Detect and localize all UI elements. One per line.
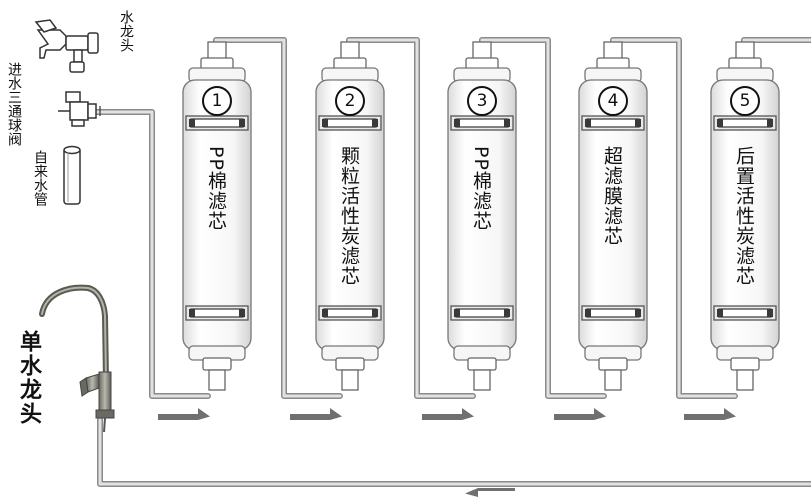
- filter-name-5: 后置活性炭滤芯: [733, 146, 755, 286]
- tap-label: 水龙头: [118, 10, 134, 52]
- filter-name-3: PP棉滤芯: [470, 146, 492, 231]
- tap-water-pipe-label: 自来水管: [32, 150, 48, 206]
- flow-arrow-return: [465, 488, 515, 497]
- single-faucet-label: 单水龙头: [16, 330, 41, 426]
- filter-housing-4: [578, 41, 648, 391]
- filter-housing-3: [447, 41, 517, 391]
- filter-number-4: 4: [598, 86, 628, 116]
- filter-housing-1: [182, 41, 252, 391]
- tap-icon: [34, 19, 99, 73]
- flow-arrows: [158, 408, 736, 497]
- flow-arrow-1: [158, 408, 210, 420]
- flow-arrow-3: [422, 408, 474, 420]
- return-pipe: [97, 417, 811, 487]
- flow-arrow-4: [554, 408, 606, 420]
- filter-number-2: 2: [335, 86, 365, 116]
- filter-name-4: 超滤膜滤芯: [601, 146, 623, 246]
- filter-number-1: 1: [202, 86, 232, 116]
- filter-name-1: PP棉滤芯: [205, 146, 227, 231]
- faucet-icon: [39, 284, 115, 433]
- filter-housing-2: [315, 41, 385, 391]
- filter-number-5: 5: [730, 86, 760, 116]
- filter-name-2: 颗粒活性炭滤芯: [338, 146, 360, 286]
- filter-housing-5: [710, 41, 780, 391]
- flow-arrow-5: [684, 408, 736, 420]
- tap-water-pipe-icon: [63, 145, 81, 205]
- flow-arrow-2: [290, 408, 342, 420]
- three-way-valve-icon: [58, 91, 101, 127]
- three-way-valve-label: 进水三通球阀: [6, 62, 22, 146]
- filter-number-3: 3: [467, 86, 497, 116]
